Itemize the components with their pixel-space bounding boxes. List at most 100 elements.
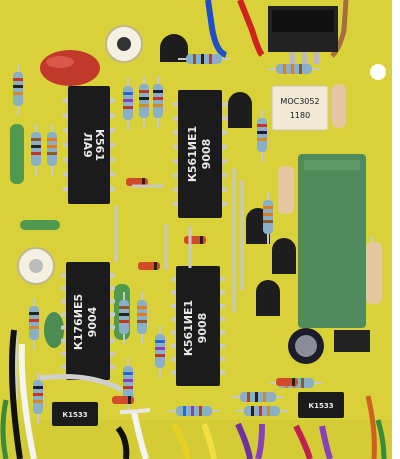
resistor-band xyxy=(13,78,23,81)
resistor xyxy=(123,86,133,120)
ic-pin xyxy=(173,187,178,192)
ic-pin xyxy=(171,330,176,335)
resistor-band xyxy=(123,92,133,95)
resistor-band xyxy=(31,138,41,141)
diode-band xyxy=(200,236,203,244)
resistor-band xyxy=(31,152,41,155)
wire-green-right xyxy=(375,419,387,459)
wire-black-bottom xyxy=(115,426,130,459)
opto-label: МОС3052 xyxy=(280,97,319,106)
resistor-band xyxy=(47,152,57,155)
electrolytic-top xyxy=(295,335,317,357)
ic2-label: К561ИЕ1 xyxy=(186,126,199,182)
ic-pin xyxy=(110,338,115,343)
resistor xyxy=(29,306,39,340)
ic-pin xyxy=(171,277,176,282)
resistor-band xyxy=(31,145,41,148)
ic-pin xyxy=(222,102,227,107)
resistor-band xyxy=(137,313,147,316)
resistor-band xyxy=(259,406,262,416)
ic-pin xyxy=(173,173,178,178)
resistor-group xyxy=(13,54,382,424)
ic-pin xyxy=(220,317,225,322)
resistor-band xyxy=(155,347,165,350)
resistor-band xyxy=(123,99,133,102)
ic-pin xyxy=(110,128,115,133)
wire-brown-top xyxy=(330,0,349,58)
resistor xyxy=(31,132,41,166)
ic-chip-1: К561 ЛА9 xyxy=(68,86,110,204)
ic-pin xyxy=(110,312,115,317)
diode-band xyxy=(142,178,145,186)
resistor-band xyxy=(199,406,202,416)
ic-pin xyxy=(110,143,115,147)
resistor-band xyxy=(119,306,129,309)
transistor xyxy=(160,34,188,62)
resistor-band xyxy=(263,213,273,216)
ic-pin xyxy=(110,351,115,356)
ic-pin xyxy=(110,325,115,330)
resistor-band xyxy=(119,313,129,316)
ic-pin xyxy=(110,286,115,291)
small-ic-left-label: К1533 xyxy=(62,411,87,419)
resistor-band xyxy=(263,392,266,402)
resistor-band xyxy=(201,54,204,64)
diode-band xyxy=(292,378,295,386)
ic-pin xyxy=(220,330,225,335)
ic-pin xyxy=(173,102,178,107)
ic-pin xyxy=(222,201,227,206)
ic-pin xyxy=(110,113,115,118)
ic-pin xyxy=(63,172,68,177)
regulator-pin xyxy=(290,52,295,64)
resistor-band xyxy=(257,138,267,141)
wire-black-left xyxy=(9,329,23,459)
wire-red-top xyxy=(237,0,265,57)
wire-green-left xyxy=(0,399,9,459)
resistor xyxy=(33,380,43,414)
wire-purple-2 xyxy=(255,423,265,459)
ic-pin xyxy=(222,116,227,121)
resistor-band xyxy=(33,393,43,396)
regulator-pin xyxy=(302,52,307,64)
relay-highlight xyxy=(304,160,360,170)
ic-pin xyxy=(171,317,176,322)
ic-pin xyxy=(222,144,227,149)
ic3-label: К176ИЕ5 xyxy=(72,294,85,350)
resistor-band xyxy=(209,54,212,64)
resistor-band xyxy=(267,406,270,416)
ic-pin xyxy=(173,116,178,121)
ic-chip-2: К561ИЕ1 9008 xyxy=(178,90,222,218)
resistor-band xyxy=(257,124,267,127)
resistor xyxy=(13,72,23,106)
ic-pin xyxy=(220,277,225,282)
resistor-band xyxy=(119,320,129,323)
capacitor-green-1 xyxy=(10,124,24,184)
resistor-band xyxy=(155,340,165,343)
ic-pin xyxy=(61,351,66,356)
ic-pin xyxy=(220,290,225,295)
ic-pin xyxy=(110,273,115,278)
ic-pin xyxy=(222,130,227,135)
relay-green xyxy=(298,154,366,328)
ic-pin xyxy=(222,187,227,192)
transistor-4 xyxy=(272,238,296,274)
resistor xyxy=(257,118,267,152)
ic-pin xyxy=(220,304,225,308)
resistor-band xyxy=(283,64,286,74)
resistor-band xyxy=(13,92,23,95)
resistor-band xyxy=(191,406,194,416)
resistor-band xyxy=(29,326,39,329)
ic-pin xyxy=(173,159,178,164)
resistor-band xyxy=(13,85,23,88)
resistor-band xyxy=(255,392,258,402)
resistor-band xyxy=(257,131,267,134)
ic-pin xyxy=(110,172,115,177)
resistor-band xyxy=(137,320,147,323)
ic-pin xyxy=(61,338,66,343)
resistor-band xyxy=(123,386,133,389)
resistor-band xyxy=(47,145,57,148)
ic1-label-2: ЛА9 xyxy=(81,132,94,157)
diode-band xyxy=(128,396,131,404)
diode-package xyxy=(334,330,370,352)
resistor-band xyxy=(153,97,163,100)
